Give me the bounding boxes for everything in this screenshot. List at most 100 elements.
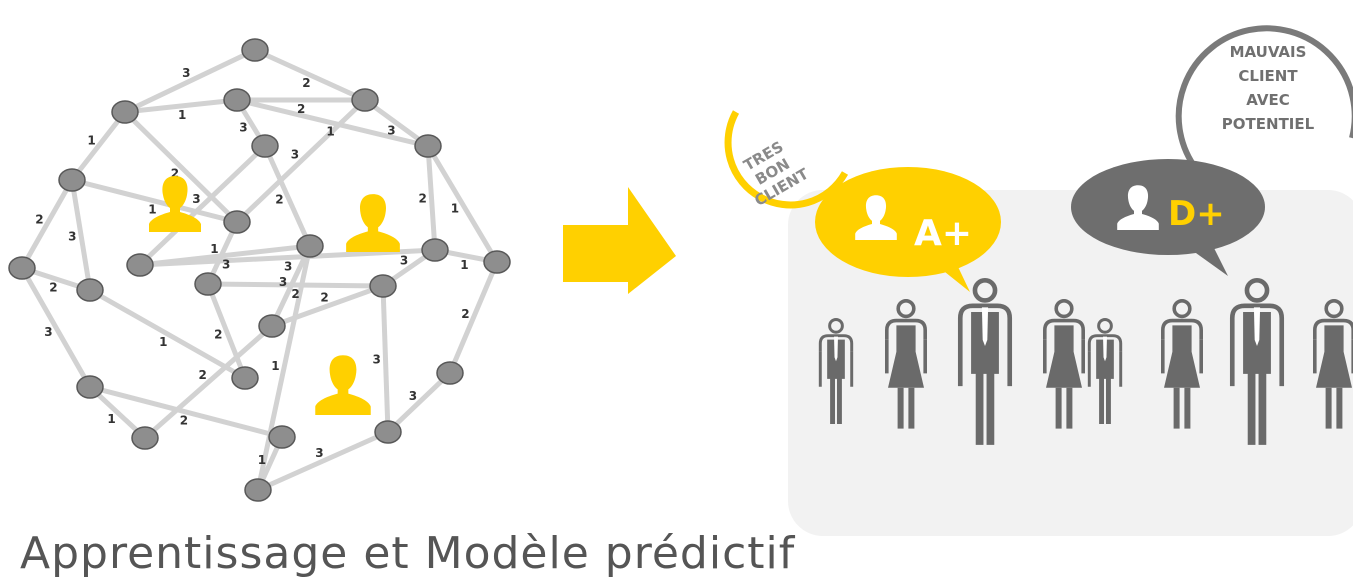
d-plus-label: D+ [1168,194,1225,234]
graph-node [251,134,279,158]
graph-node [131,426,159,450]
edge-weight-label: 3 [373,352,381,366]
graph-node [374,420,402,444]
graph-edge [19,177,75,271]
graph-edge [362,97,431,149]
graph-edge [137,243,313,268]
mauvais-client-ring: MAUVAIS CLIENT AVEC POTENTIEL [1175,25,1353,172]
edge-weight-label: 3 [284,260,292,274]
edge-weight-label: 2 [291,287,299,301]
graph-edge [205,281,386,289]
edge-weight-label: 3 [239,121,247,135]
edge-weight-label: 2 [297,102,305,116]
graph-edge [385,370,453,435]
graph-edge [262,143,313,249]
graph-edge [205,281,248,381]
edge-weight-label: 1 [210,242,218,256]
edge-weight-label: 1 [258,453,266,467]
graph-node [223,210,251,234]
graph-node [436,361,464,385]
graph-edge [87,384,285,440]
edge-weight-label: 2 [302,76,310,90]
edge-weight-label: 2 [214,327,222,341]
graph-edge [122,97,240,115]
mauvais-line-4: POTENTIEL [1222,115,1315,133]
arrow-right-icon [563,187,676,294]
edge-weight-label: 3 [68,230,76,244]
graph-edge [425,143,438,253]
edge-weight-label: 2 [419,192,427,206]
graph-node [194,272,222,296]
edge-weight-label: 3 [409,389,417,403]
graph-edge [447,259,500,376]
edge-weight-label: 1 [148,203,156,217]
person-icon [315,355,371,415]
d-plus-bubble: D+ [1071,159,1265,276]
edge-weight-label: 3 [400,254,408,268]
graph-edge [255,429,391,493]
edge-weight-label: 1 [107,412,115,426]
graph-node [351,88,379,112]
edge-weight-label: 2 [199,368,207,382]
graph-edge [380,283,391,435]
edge-weight-label: 3 [44,325,52,339]
graph-node [8,256,36,280]
graph-node [369,274,397,298]
tres-bon-client-ring: TRES BON CLIENT [724,110,849,210]
graph-edge [255,243,313,493]
edge-weight-label: 2 [171,166,179,180]
graph-edge [69,177,93,293]
graph-edge [122,47,258,115]
graph-node [126,253,154,277]
person-icon [346,194,400,252]
edge-weight-label: 3 [291,148,299,162]
graph-edge [137,143,268,268]
graph-edge [252,47,368,103]
graph-node [241,38,269,62]
edge-weight-label: 2 [461,307,469,321]
edge-weight-label: 3 [222,257,230,271]
a-plus-label: A+ [914,213,972,254]
graph-node [58,168,86,192]
graph-edge [69,109,128,183]
mauvais-line-3: AVEC [1246,91,1289,109]
edge-weight-label: 2 [275,193,283,207]
graph-edge [269,283,386,329]
graph-node [76,278,104,302]
graph-edge [234,97,431,149]
edge-weight-label: 2 [49,281,57,295]
edge-weight-label: 3 [387,123,395,137]
edge-weight-label: 3 [279,275,287,289]
graph-node [258,314,286,338]
edge-weight-label: 1 [159,335,167,349]
caption-text: Apprentissage et Modèle prédictif [20,528,796,579]
mauvais-line-2: CLIENT [1238,67,1298,85]
graph-node [111,100,139,124]
graph-edge [142,323,275,441]
edge-weight-label: 1 [178,108,186,122]
graph-edge [19,265,93,390]
edge-weight-label: 3 [315,446,323,460]
graph-node [268,425,296,449]
edge-weight-label: 2 [180,414,188,428]
edge-weight-label: 1 [326,125,334,139]
edge-weight-label: 1 [87,134,95,148]
graph-edge [269,243,313,329]
edge-weight-label: 2 [320,291,328,305]
graph-node [231,366,259,390]
edge-weight-label: 2 [35,213,43,227]
edge-weight-label: 3 [192,192,200,206]
graph-nodes [8,38,511,502]
graph-edge [69,177,240,225]
graph-edge [234,97,368,225]
edge-weight-label: 1 [271,359,279,373]
graph-edge [122,109,240,225]
graph-edge [87,287,248,381]
graph-edges [19,47,500,493]
edge-weight-label: 1 [460,258,468,272]
graph-node [483,250,511,274]
graph-node [421,238,449,262]
a-plus-bubble: A+ [815,167,1001,292]
